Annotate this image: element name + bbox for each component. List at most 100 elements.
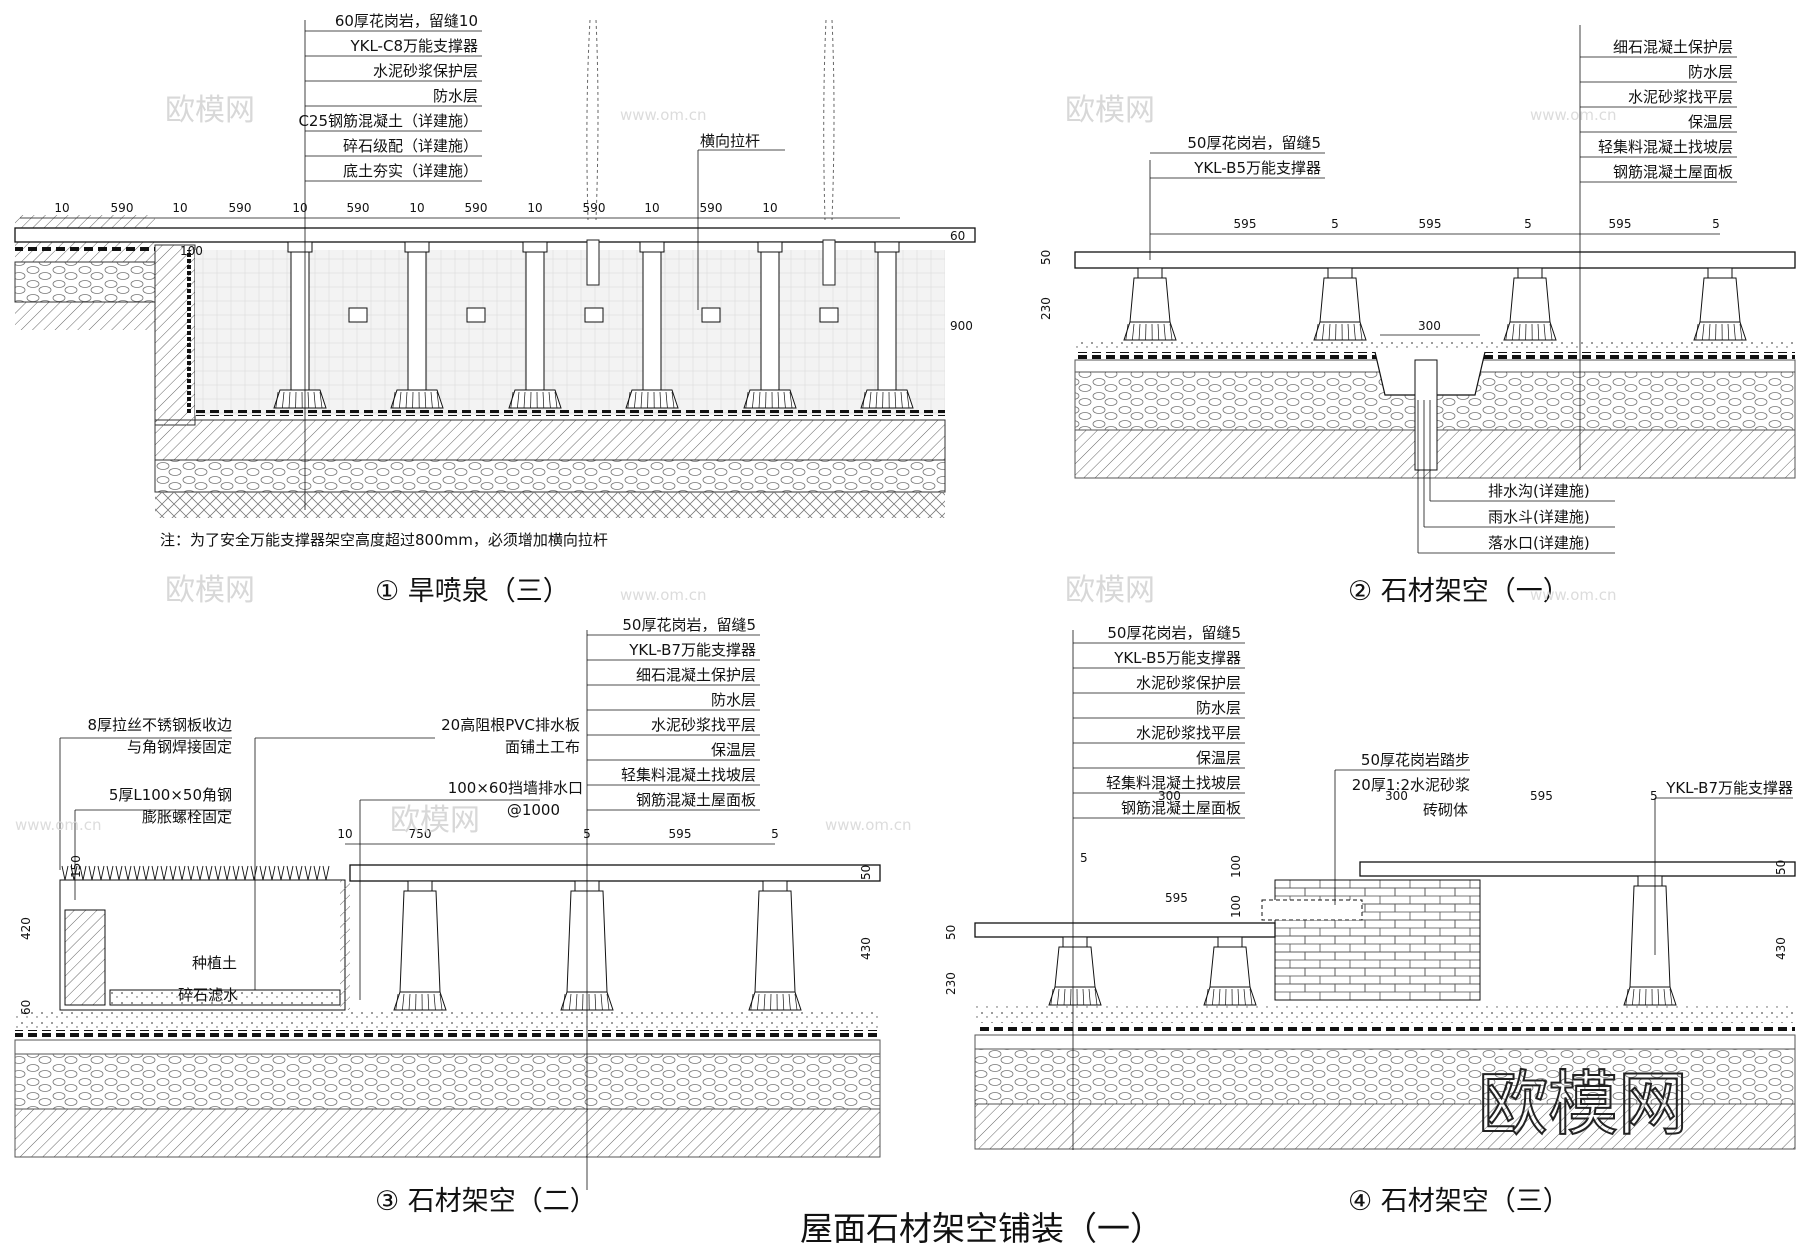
watermark-url: www.om.cn <box>825 816 912 834</box>
gravel-layer <box>14 261 156 303</box>
layer-label: 底土夯实（详建施） <box>343 162 478 180</box>
layer-label: 钢筋混凝土屋面板 <box>1613 163 1733 181</box>
dimension-label: 5 <box>771 827 779 841</box>
dim-pedestal: 230 <box>944 972 958 995</box>
watermark-brand: 欧模网 <box>390 803 480 838</box>
edge-callout: 100×60挡墙排水口 <box>448 779 583 797</box>
dimension-label: 595 <box>1419 217 1442 231</box>
pedestal-support-icon <box>743 241 797 409</box>
layer-label: 50厚花岗岩，留缝5 <box>1107 624 1241 642</box>
pedestal-support-icon <box>393 880 447 1011</box>
layer-label: 轻集料混凝土找坡层 <box>1106 774 1241 792</box>
compacted-soil <box>155 492 945 518</box>
dim-span-lower: 595 <box>1165 891 1188 905</box>
dim-wall: 100 <box>180 244 203 258</box>
dimension-label: 10 <box>54 201 69 215</box>
roof-slab <box>14 1108 881 1158</box>
dim-base: 60 <box>19 1000 33 1015</box>
layer-labels: 50厚花岗岩，留缝5YKL-B7万能支撑器细石混凝土保护层防水层水泥砂浆找平层保… <box>587 616 760 811</box>
dim-slab: 50 <box>944 925 958 940</box>
pedestal-support-icon <box>860 241 914 409</box>
layer-label: 钢筋混凝土屋面板 <box>636 791 756 809</box>
dim-rise-b: 100 <box>1229 895 1243 918</box>
layer-label: 60厚花岗岩，留缝10 <box>335 12 478 30</box>
dim-slab-upper: 50 <box>1774 860 1788 875</box>
dimension-label: 10 <box>292 201 307 215</box>
dim-channel-width: 300 <box>1418 319 1441 333</box>
label-gravel-filter: 碎石滤水 <box>178 986 238 1004</box>
dimension-label: 5 <box>583 827 591 841</box>
dimension-row: 10 750 5 595 5 <box>337 827 779 845</box>
pedestal-support-icon <box>1623 875 1677 1006</box>
watermark-url: www.om.cn <box>1530 586 1617 604</box>
layer-label: 50厚花岗岩，留缝5 <box>622 616 756 634</box>
dim-slab-thickness: 50 <box>1039 250 1053 265</box>
concrete-slab <box>154 419 946 461</box>
layer-label: C25钢筋混凝土（详建施） <box>298 112 478 130</box>
layer-label: YKL-B7万能支撑器 <box>628 641 756 659</box>
layer-label: 防水层 <box>1196 699 1241 717</box>
dimension-label: 5 <box>1712 217 1720 231</box>
pedestal-row <box>393 880 802 1011</box>
safety-note: 注：为了安全万能支撑器架空高度超过800mm，必须增加横向拉杆 <box>160 531 608 549</box>
pedestal-support-icon <box>1123 267 1177 341</box>
dimension-label: 590 <box>700 201 723 215</box>
layer-label: 水泥砂浆保护层 <box>373 62 478 80</box>
dim-gap-a: 5 <box>1650 789 1658 803</box>
dim-height-upper: 430 <box>1774 937 1788 960</box>
edge-callout: @1000 <box>507 801 560 819</box>
dim-depth: 900 <box>950 319 973 333</box>
dimension-label: 595 <box>669 827 692 841</box>
dimension-label: 10 <box>337 827 352 841</box>
layer-label: YKL-C8万能支撑器 <box>349 37 478 55</box>
dim-height: 430 <box>859 937 873 960</box>
layer-labels: 60厚花岗岩，留缝10YKL-C8万能支撑器水泥砂浆保护层防水层C25钢筋混凝土… <box>298 12 482 182</box>
layer-label: 50厚花岗岩，留缝5 <box>1187 134 1321 152</box>
edge-callout: 膨胀螺栓固定 <box>142 808 232 826</box>
step-callout: 砖砌体 <box>1423 801 1468 819</box>
layer-label: 水泥砂浆找平层 <box>1628 88 1733 106</box>
dim-wall: 420 <box>19 917 33 940</box>
dimension-label: 10 <box>527 201 542 215</box>
layer-label: 水泥砂浆找平层 <box>1136 724 1241 742</box>
gravel-grading <box>154 459 946 493</box>
pedestal-support-icon <box>1203 936 1257 1006</box>
layer-label: 细石混凝土保护层 <box>636 666 756 684</box>
granite-slab <box>349 864 881 882</box>
layer-label: 碎石级配（详建施） <box>343 137 478 155</box>
pedestal-support-icon <box>748 880 802 1011</box>
dimension-label: 750 <box>409 827 432 841</box>
dim-pedestal-height: 230 <box>1039 297 1053 320</box>
edge-callout: 与角钢焊接固定 <box>127 738 232 756</box>
pedestal-row <box>273 241 914 409</box>
caption-detail-4: ④ 石材架空（三） <box>1348 1186 1570 1217</box>
pedestal-support-icon <box>1313 267 1367 341</box>
dim-step-a: 300 <box>1158 789 1181 803</box>
fountain-jet-icon <box>586 19 836 286</box>
detail-2-stone-raised: 300 细石混凝土保护层防水层水泥砂浆找平层保温层轻集料混凝土找坡层钢筋混凝土屋… <box>1039 25 1796 607</box>
dim-step-b: 300 <box>1385 789 1408 803</box>
pedestal-support-icon <box>1693 267 1747 341</box>
dim-gap-b: 5 <box>1080 851 1088 865</box>
pedestal-support-icon <box>273 241 327 409</box>
watermark-brand: 欧模网 <box>165 573 255 608</box>
layer-label: YKL-B5万能支撑器 <box>1113 649 1241 667</box>
layer-label: 保温层 <box>1688 113 1733 131</box>
pedestal-row <box>1048 875 1677 1006</box>
dim-rise-a: 100 <box>1229 855 1243 878</box>
edge-callout: 面铺土工布 <box>505 738 580 756</box>
dimension-label: 590 <box>111 201 134 215</box>
dimension-label: 590 <box>229 201 252 215</box>
watermark-brand: 欧模网 <box>1065 93 1155 128</box>
brick-masonry <box>1274 879 1481 1001</box>
pedestal-support-icon <box>508 241 562 409</box>
granite-slab <box>14 227 976 243</box>
tie-rod-clamp <box>348 307 368 323</box>
sheet-title: 屋面石材架空铺装（一） <box>800 1209 1163 1248</box>
edge-callout: 20高阻根PVC排水板 <box>441 716 580 734</box>
